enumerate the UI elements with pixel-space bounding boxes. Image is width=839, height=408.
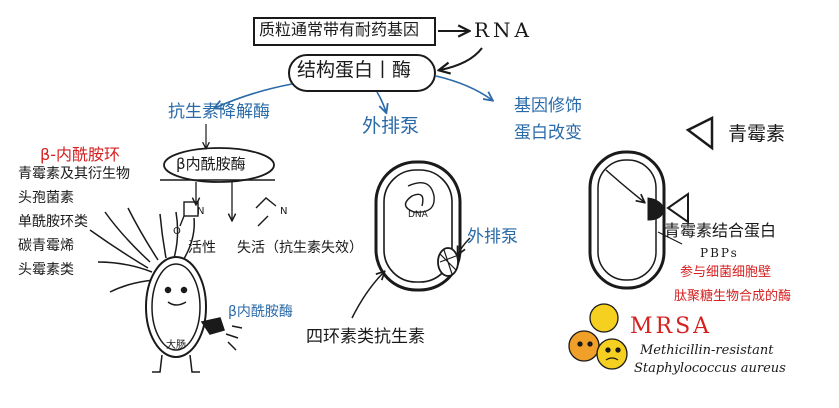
beta-lactam-ring-title: β-内酰胺环 xyxy=(40,145,120,164)
plasmid-box xyxy=(253,17,436,46)
arrow-efflux-pump xyxy=(458,237,471,254)
pbp-desc-line2: 肽聚糖生物合成的酶 xyxy=(674,289,792,304)
drug-item: 碳青霉烯 xyxy=(18,238,74,254)
penicillin-legend-label: 青霉素 xyxy=(728,123,786,145)
modify-line2: 蛋白改变 xyxy=(514,123,582,143)
gun-label: β内酰胺酶 xyxy=(228,304,293,320)
enzyme-branch-label: 抗生素降解酶 xyxy=(168,102,270,122)
efflux-branch-label: 外排泵 xyxy=(362,115,420,137)
opened-ring: N xyxy=(255,197,287,227)
svg-text:N: N xyxy=(197,206,204,217)
lactamase-ellipse-label: β内酰胺酶 xyxy=(176,155,246,173)
drug-item: 头孢菌素 xyxy=(18,190,74,206)
protein-ellipse xyxy=(288,54,436,92)
middle-bacterium xyxy=(374,160,462,292)
drug-item: 单酰胺环类 xyxy=(18,214,88,230)
efflux-pump-label: 外排泵 xyxy=(467,227,518,247)
arrow-rna-protein xyxy=(440,47,483,70)
tetracycline-label: 四环素类抗生素 xyxy=(306,327,425,347)
right-bacterium xyxy=(588,150,689,290)
penicillin-triangle-icon xyxy=(685,115,714,151)
active-label: 活性 xyxy=(188,240,216,256)
arrow-tetracycline xyxy=(351,272,384,319)
pbp-desc-line1: 参与细菌细胞壁 xyxy=(680,265,772,280)
drug-item: 青霉素及其衍生物 xyxy=(18,166,130,182)
arrow-modify-to-pbp xyxy=(605,169,644,202)
arrow-to-modify xyxy=(435,75,492,100)
mrsa-full-line1: Methicillin-resistant xyxy=(640,343,774,358)
lactamase-ellipse xyxy=(163,147,275,183)
plasmid-label: 质粒通常带有耐药基因 xyxy=(259,20,420,39)
dna-label: DNA xyxy=(408,210,428,220)
arrow-to-enzyme xyxy=(215,83,293,108)
svg-text:N: N xyxy=(280,206,287,217)
drug-item: 头霉素类 xyxy=(18,262,74,278)
ecoli-cartoon xyxy=(89,207,243,373)
ecoli-label: 大肠 xyxy=(166,340,186,351)
pbp-title: 青霉素结合蛋白 xyxy=(664,221,777,240)
mrsa-label: MRSA xyxy=(630,314,713,339)
protein-label: 结构蛋白丨酶 xyxy=(297,59,412,81)
arrow-pbps xyxy=(657,231,683,245)
inactive-label: 失活（抗生素失效） xyxy=(237,240,363,256)
rna-label: RNA xyxy=(474,18,534,42)
arrow-to-efflux xyxy=(376,91,386,112)
mrsa-full-line2: Staphylococcus aureus xyxy=(634,361,786,376)
modify-line1: 基因修饰 xyxy=(514,96,582,116)
pbp-abbr: PBPs xyxy=(700,246,739,260)
mrsa-cocci xyxy=(568,303,628,370)
